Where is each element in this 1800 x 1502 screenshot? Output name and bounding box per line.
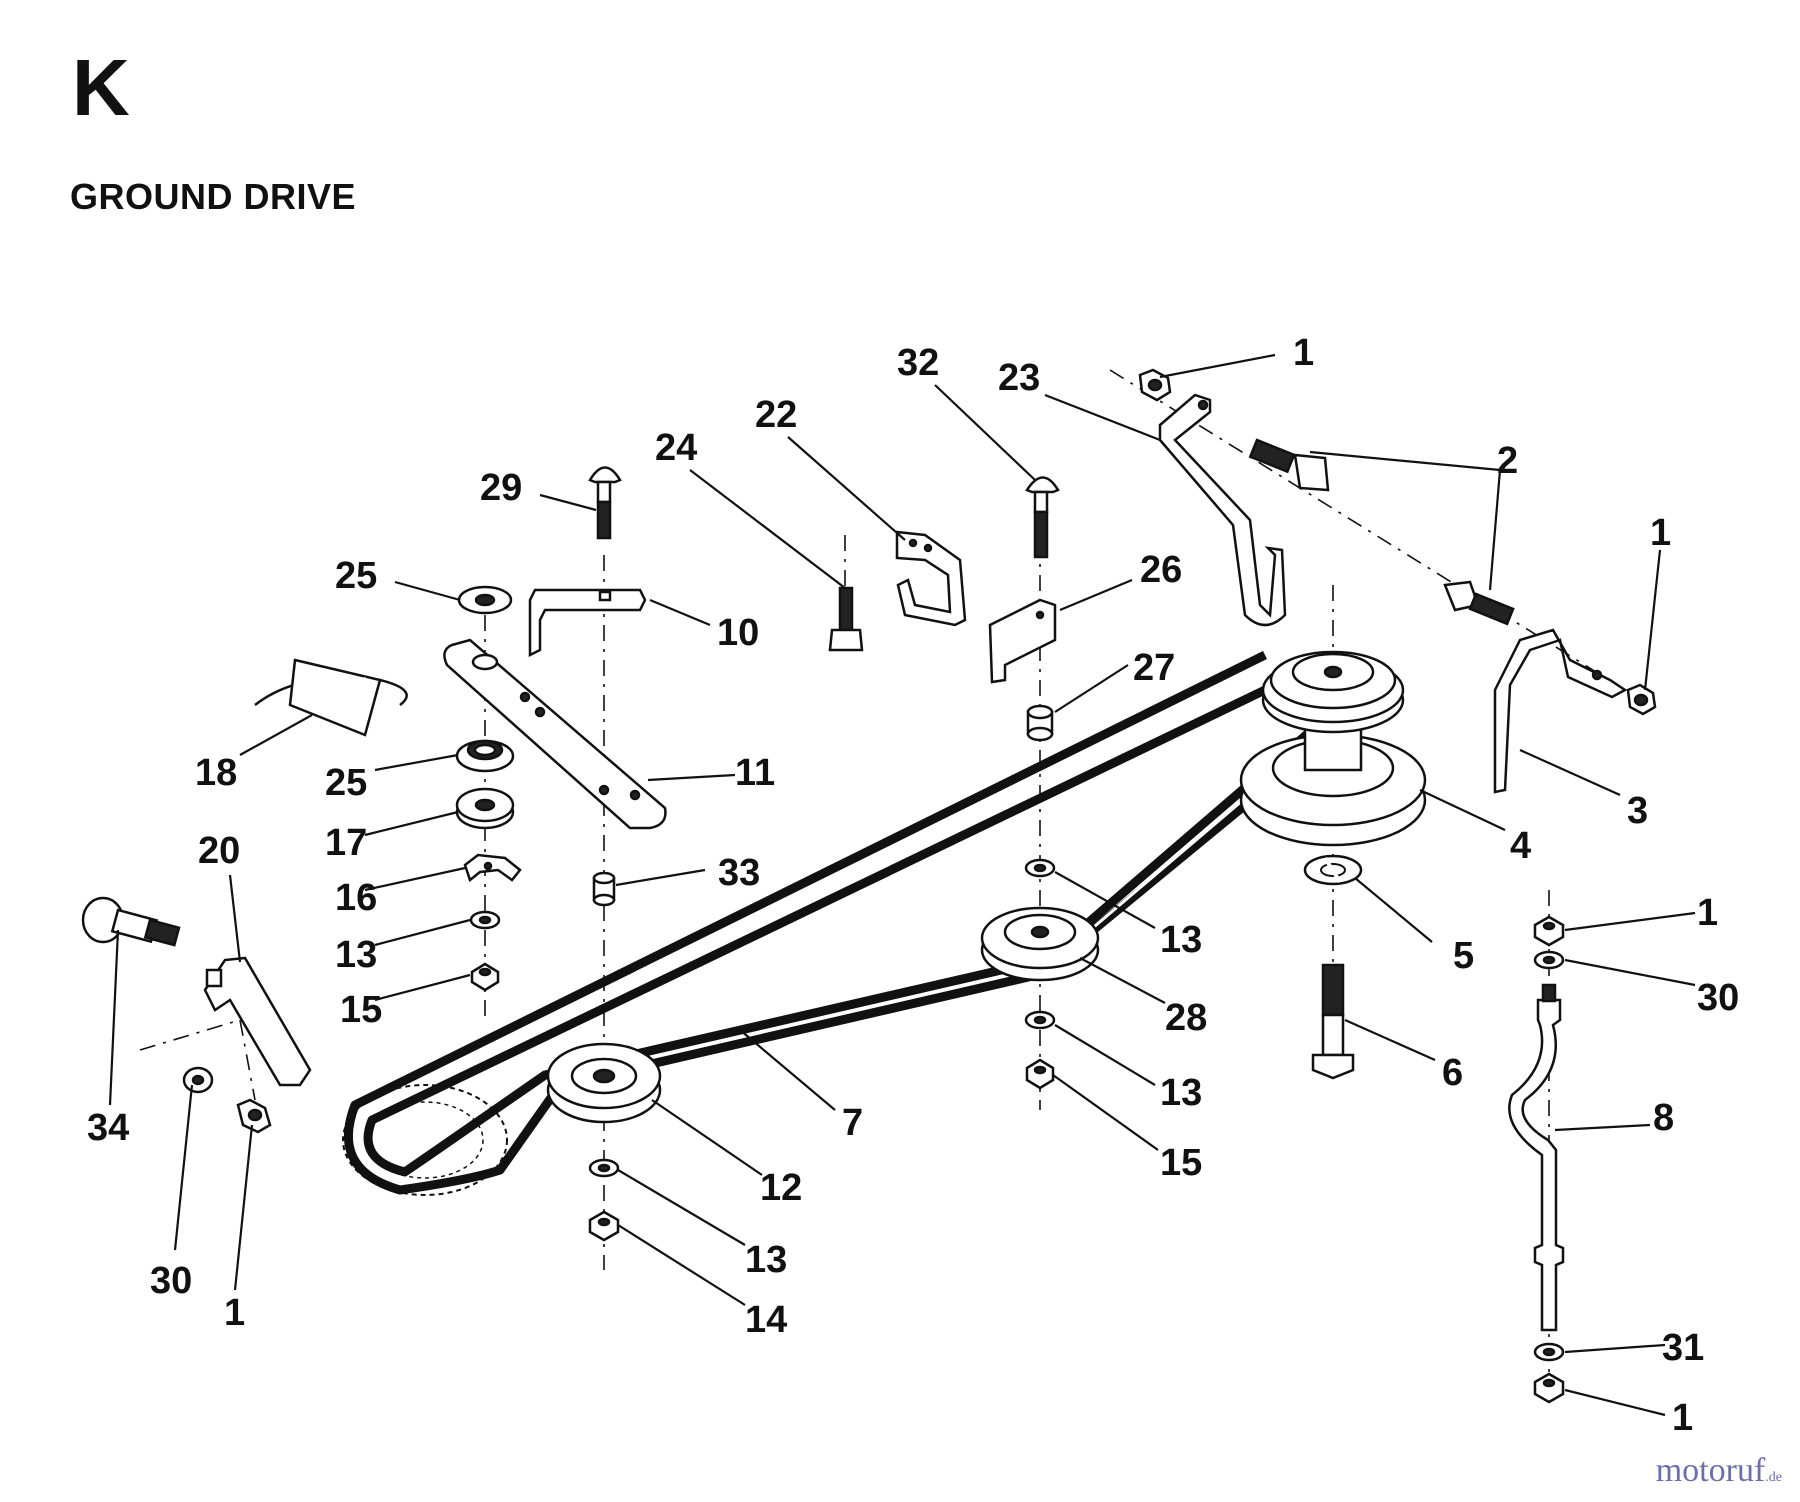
bolt-2-upper [1248, 438, 1330, 492]
bearing-25-lower [455, 739, 515, 773]
rod-8 [1508, 983, 1565, 1332]
callout-13: 13 [1160, 919, 1202, 961]
callout-29: 29 [480, 467, 522, 509]
washer-25-top [457, 585, 513, 615]
callout-33: 33 [718, 852, 760, 894]
callout-17: 17 [325, 822, 367, 864]
nut-1-rod-top [1533, 915, 1565, 947]
lever-20 [203, 956, 312, 1087]
transmission-pulley [342, 1084, 508, 1196]
callout-1: 1 [1650, 512, 1671, 554]
callout-1: 1 [1697, 892, 1718, 934]
spring-18 [254, 658, 408, 737]
callout-8: 8 [1653, 1097, 1674, 1139]
spacer-27 [1026, 704, 1054, 742]
callout-31: 31 [1662, 1327, 1704, 1369]
nut-1-right [1626, 683, 1657, 716]
nut-15-left [470, 962, 500, 992]
clip-16 [463, 853, 522, 883]
callout-27: 27 [1133, 647, 1175, 689]
washer-30-right [1533, 950, 1565, 970]
callout-7: 7 [842, 1102, 863, 1144]
engine-pulley-4 [1239, 650, 1427, 847]
callout-1: 1 [1672, 1397, 1693, 1439]
washer-13-lower-right [1024, 1010, 1056, 1030]
callout-15: 15 [340, 989, 382, 1031]
pulley-hub-17 [455, 787, 515, 830]
watermark-brand: motoruf [1655, 1452, 1766, 1489]
callout-22: 22 [755, 394, 797, 436]
idler-pulley-12 [546, 1042, 662, 1124]
leader-lines [108, 353, 1696, 1417]
hook-bracket-22 [895, 530, 967, 627]
rod-23 [1158, 393, 1287, 627]
washer-13-lower-left [588, 1158, 620, 1178]
bracket-10 [528, 588, 647, 658]
nut-1-left [236, 1098, 272, 1134]
washer-13-upper-right [1024, 858, 1056, 878]
callout-13: 13 [745, 1239, 787, 1281]
callout-13: 13 [1160, 1072, 1202, 1114]
nut-1-rod-bottom [1533, 1372, 1565, 1404]
section-title: GROUND DRIVE [70, 176, 357, 217]
callout-30: 30 [150, 1260, 192, 1302]
lock-washer-5 [1303, 854, 1363, 886]
washer-31 [1533, 1342, 1565, 1362]
screw-24 [828, 586, 864, 652]
carriage-bolt-29 [588, 466, 622, 540]
callout-3: 3 [1627, 790, 1648, 832]
callout-28: 28 [1165, 997, 1207, 1039]
callout-10: 10 [717, 612, 759, 654]
callout-34: 34 [87, 1107, 129, 1149]
callout-1: 1 [224, 1292, 245, 1334]
callout-6: 6 [1442, 1052, 1463, 1094]
washer-30-left [182, 1066, 214, 1094]
callouts: 1 1 1 1 1 2 3 4 5 6 7 8 10 11 12 13 13 1… [87, 332, 1739, 1439]
callout-14: 14 [745, 1299, 787, 1341]
watermark-suffix: .de [1765, 1470, 1782, 1485]
bracket-26 [988, 598, 1057, 684]
section-letter: K [72, 43, 130, 132]
callout-30: 30 [1697, 977, 1739, 1019]
callout-2: 2 [1497, 440, 1518, 482]
callout-18: 18 [195, 752, 237, 794]
shoulder-bolt-34 [81, 896, 181, 947]
bolt-2-right [1443, 580, 1515, 626]
watermark-logo: motoruf.de [1656, 1452, 1782, 1490]
callout-1: 1 [1293, 332, 1314, 374]
carriage-bolt-32 [1025, 476, 1060, 559]
callout-26: 26 [1140, 549, 1182, 591]
nut-1-upper [1138, 368, 1172, 402]
spacer-33 [592, 871, 616, 907]
callout-4: 4 [1510, 825, 1531, 867]
bolt-6 [1311, 963, 1355, 1080]
callout-23: 23 [998, 357, 1040, 399]
callout-20: 20 [198, 830, 240, 872]
nut-14 [588, 1210, 620, 1242]
callout-24: 24 [655, 427, 697, 469]
callout-15: 15 [1160, 1142, 1202, 1184]
callout-13: 13 [335, 934, 377, 976]
drive-belt-7 [343, 650, 1388, 1195]
callout-12: 12 [760, 1167, 802, 1209]
callout-32: 32 [897, 342, 939, 384]
nut-15-right [1025, 1058, 1055, 1090]
callout-16: 16 [335, 877, 377, 919]
rod-3 [1493, 628, 1628, 794]
callout-11: 11 [735, 752, 775, 794]
callout-5: 5 [1453, 935, 1474, 977]
washer-13-left [469, 910, 501, 930]
idler-pulley-28 [980, 906, 1100, 982]
callout-25: 25 [335, 555, 377, 597]
idler-arm-11 [443, 638, 667, 830]
callout-25: 25 [325, 762, 367, 804]
